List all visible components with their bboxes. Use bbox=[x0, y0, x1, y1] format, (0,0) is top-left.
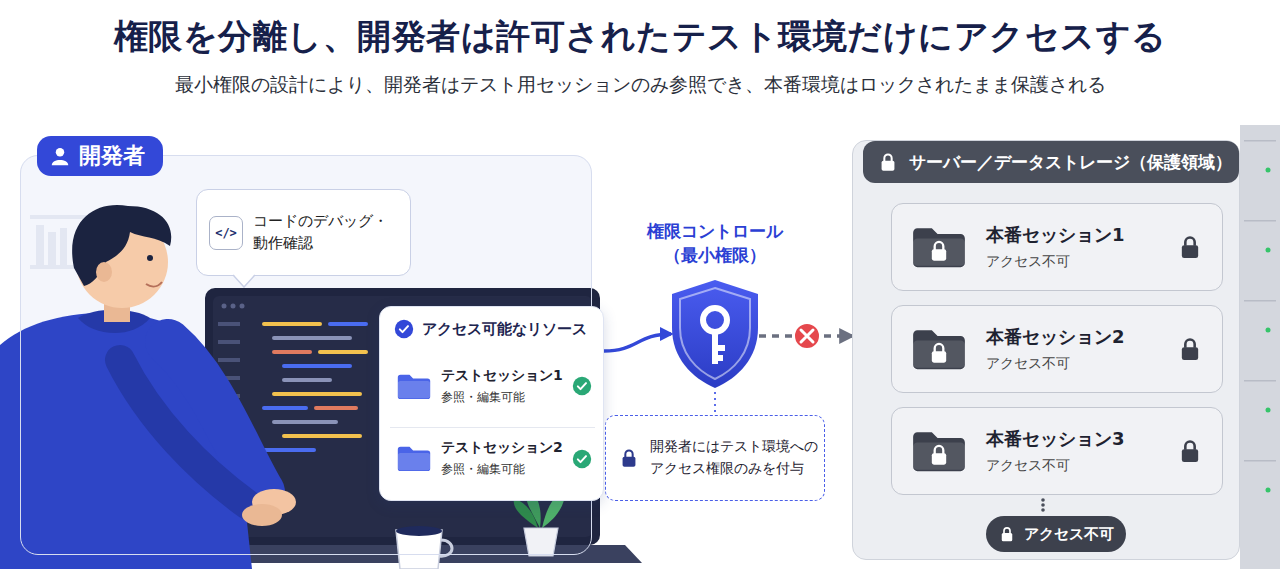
status-pill: アクセス不可 bbox=[986, 516, 1126, 552]
panel-header: サーバー／データストレージ（保護領域） bbox=[863, 141, 1239, 183]
dots-icon bbox=[1038, 497, 1048, 513]
person-icon bbox=[49, 145, 71, 167]
production-session-item: 本番セッション1 アクセス不可 bbox=[891, 203, 1223, 291]
code-icon: </> bbox=[209, 216, 243, 250]
page-title: 権限を分離し、開発者は許可されたテスト環境だけにアクセスする bbox=[0, 14, 1280, 60]
resource-card: テストセッション1 参照・編集可能テストセッション2 参照・編集可能 アクセス可能なリ… bbox=[379, 306, 604, 501]
test-session-item: テストセッション1 参照・編集可能 bbox=[390, 355, 595, 417]
code-symbol: </> bbox=[215, 226, 237, 240]
shield-heading: 権限コントロール （最小権限） bbox=[630, 219, 800, 268]
test-session-item: テストセッション2 参照・編集可能 bbox=[390, 427, 595, 489]
session-permission: 参照・編集可能 bbox=[441, 461, 563, 478]
folderLock-icon bbox=[910, 428, 968, 474]
permission-shield: 権限コントロール （最小権限） bbox=[668, 278, 762, 390]
session-name: テストセッション1 bbox=[441, 367, 563, 385]
session-permission: 参照・編集可能 bbox=[441, 389, 563, 406]
coffee-cup bbox=[396, 526, 452, 569]
panel-title: サーバー／データストレージ（保護領域） bbox=[909, 151, 1232, 174]
rack-lights bbox=[1244, 140, 1276, 493]
card-title: アクセス可能なリソース bbox=[422, 320, 587, 339]
session-status: アクセス不可 bbox=[986, 355, 1125, 373]
folder-icon bbox=[396, 372, 432, 401]
lock-icon bbox=[998, 525, 1016, 543]
checkBlue-icon bbox=[394, 319, 414, 339]
tail-icon bbox=[233, 274, 255, 288]
actor-panel: </>コードのデバッグ・ 動作確認テストセッション1参照・編集可能テストセッショ… bbox=[20, 155, 592, 555]
session-name: テストセッション2 bbox=[441, 439, 563, 457]
role-name: 開発者 bbox=[79, 141, 145, 171]
check-icon bbox=[572, 376, 592, 396]
flow-arrow bbox=[604, 334, 671, 351]
server-rack bbox=[1240, 125, 1280, 569]
card-header: アクセス可能なリソース bbox=[380, 307, 603, 345]
speech-bubble: </> コードのデバッグ・ 動作確認 bbox=[196, 189, 411, 276]
pill-text: アクセス不可 bbox=[1024, 525, 1114, 544]
leader-connector bbox=[714, 392, 716, 415]
folder-icon bbox=[396, 444, 432, 473]
bubble-text: コードのデバッグ・ 動作確認 bbox=[253, 211, 395, 255]
shield-icon bbox=[668, 278, 762, 390]
session-name: 本番セッション2 bbox=[986, 325, 1125, 349]
production-session-item: 本番セッション2 アクセス不可 bbox=[891, 305, 1223, 393]
session-name: 本番セッション3 bbox=[986, 427, 1125, 451]
lock-icon bbox=[1176, 233, 1204, 261]
lock-icon bbox=[618, 447, 640, 469]
note-text: 開発者にはテスト環境への アクセス権限のみを付与 bbox=[650, 436, 818, 479]
note-box: 開発者にはテスト環境への アクセス権限のみを付与 bbox=[605, 415, 825, 501]
lock-icon bbox=[1176, 335, 1204, 363]
lock-icon bbox=[877, 151, 899, 173]
session-status: アクセス不可 bbox=[986, 253, 1125, 271]
folderLock-icon bbox=[910, 224, 968, 270]
storage-panel: 本番セッション1アクセス不可本番セッション2アクセス不可本番セッション3アクセス… bbox=[852, 140, 1240, 560]
session-status: アクセス不可 bbox=[986, 457, 1125, 475]
folderLock-icon bbox=[910, 326, 968, 372]
blocked-mark bbox=[794, 323, 820, 349]
role-badge: 開発者 bbox=[37, 136, 163, 176]
check-icon bbox=[572, 449, 592, 469]
lock-icon bbox=[1176, 437, 1204, 465]
page-subtitle: 最小権限の設計により、開発者はテスト用セッションのみ参照でき、本番環境はロックさ… bbox=[0, 72, 1280, 98]
production-session-item: 本番セッション3 アクセス不可 bbox=[891, 407, 1223, 495]
session-name: 本番セッション1 bbox=[986, 223, 1125, 247]
